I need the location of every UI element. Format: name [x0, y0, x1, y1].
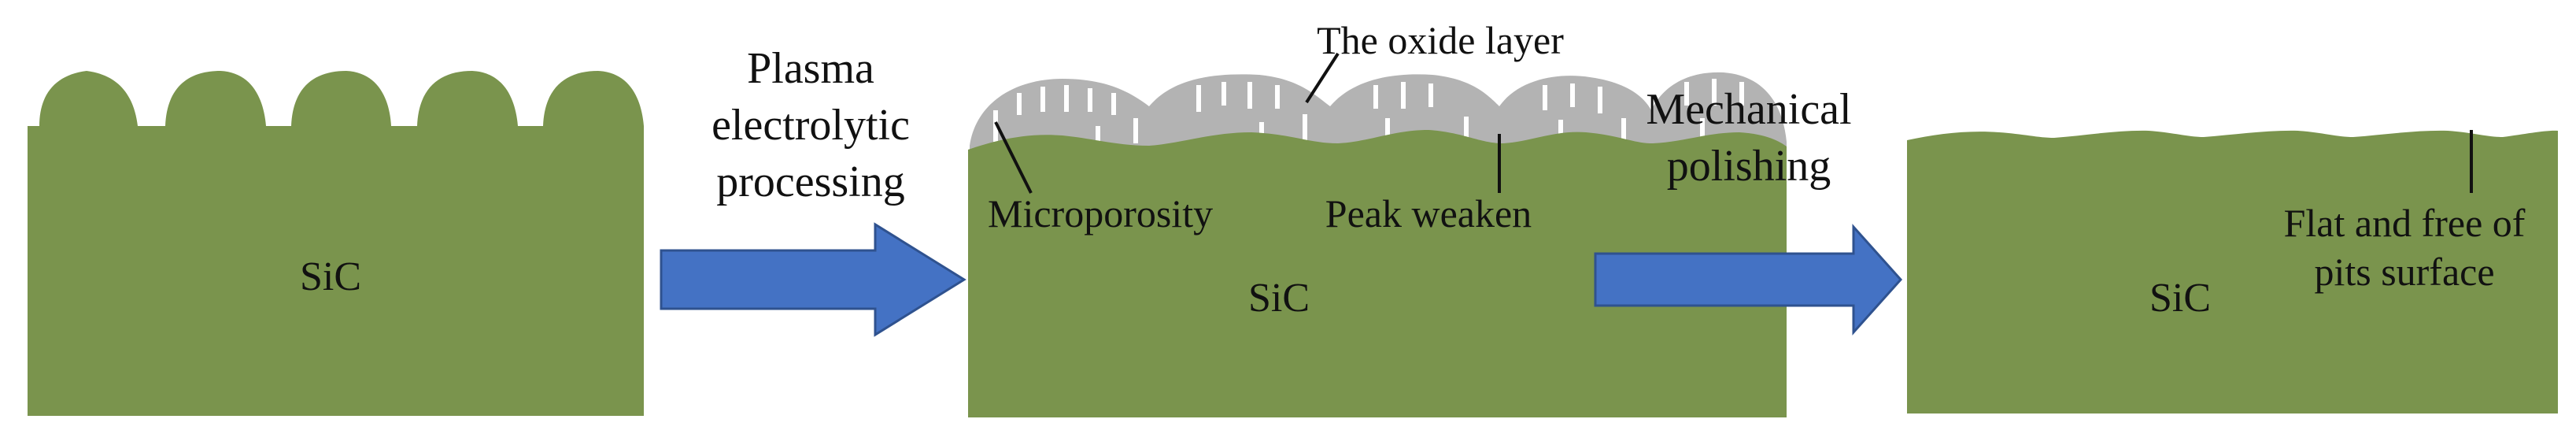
- stage-2-material-label: SiC: [1248, 276, 1310, 321]
- stage-3-polished-sic: SiC Flat and free of pits surface: [1907, 130, 2558, 414]
- pore: [1247, 82, 1252, 109]
- peak-weaken-label: Peak weaken: [1325, 191, 1532, 235]
- pore: [1275, 85, 1280, 109]
- pore: [1096, 126, 1100, 146]
- microporosity-label: Microporosity: [988, 191, 1213, 235]
- process-2: Mechanical polishing: [1594, 85, 1903, 336]
- process-arrow-2: [1594, 224, 1903, 336]
- pore: [1570, 83, 1575, 107]
- pore: [1401, 82, 1406, 109]
- pore: [1739, 82, 1744, 106]
- stage-2-oxidized-sic: SiC The oxide layer Microporosity Peak w…: [968, 18, 1787, 417]
- pore: [1385, 118, 1390, 143]
- pore: [993, 110, 998, 142]
- stage-1-material-label: SiC: [300, 254, 361, 299]
- flat-surface-label-line-2: pits surface: [2314, 250, 2494, 294]
- pore: [1621, 118, 1626, 143]
- pore: [1303, 114, 1307, 141]
- pore: [1558, 120, 1563, 143]
- pore: [1543, 85, 1547, 110]
- stage-1-substrate: [28, 71, 644, 416]
- stage-1-rough-sic: SiC: [28, 71, 644, 416]
- process-1-label-line-1: Plasma: [747, 44, 874, 93]
- microporosity-leader: [994, 121, 1033, 194]
- process-1-label-line-3: processing: [716, 158, 905, 206]
- process-2-label-line-1: Mechanical: [1646, 85, 1851, 134]
- pore: [1464, 117, 1469, 143]
- pore: [1700, 118, 1705, 142]
- process-1-label-line-2: electrolytic: [711, 101, 910, 150]
- stage-3-material-label: SiC: [2149, 276, 2211, 321]
- pore: [1598, 87, 1602, 113]
- pore: [1712, 79, 1717, 106]
- pore: [1221, 82, 1226, 106]
- oxide-layer-leader: [1305, 52, 1340, 104]
- pore: [1428, 83, 1433, 107]
- stage-3-substrate: [1907, 130, 2558, 414]
- pore: [1088, 88, 1092, 112]
- process-1: Plasma electrolytic processing: [660, 44, 966, 337]
- pore: [1111, 93, 1116, 115]
- flat-surface-label-line-1: Flat and free of: [2284, 201, 2526, 245]
- stage-2-substrate: [968, 130, 1787, 417]
- pore: [1684, 82, 1689, 106]
- pore: [1064, 85, 1069, 112]
- pore: [1017, 93, 1022, 115]
- process-arrow-1: [660, 222, 966, 337]
- pore: [1196, 85, 1201, 112]
- pore: [1040, 87, 1045, 112]
- pore: [1373, 85, 1378, 109]
- oxide-layer-label: The oxide layer: [1317, 18, 1564, 62]
- micropores: [993, 79, 1744, 146]
- process-2-label-line-2: polishing: [1667, 142, 1831, 191]
- pore: [1133, 118, 1138, 143]
